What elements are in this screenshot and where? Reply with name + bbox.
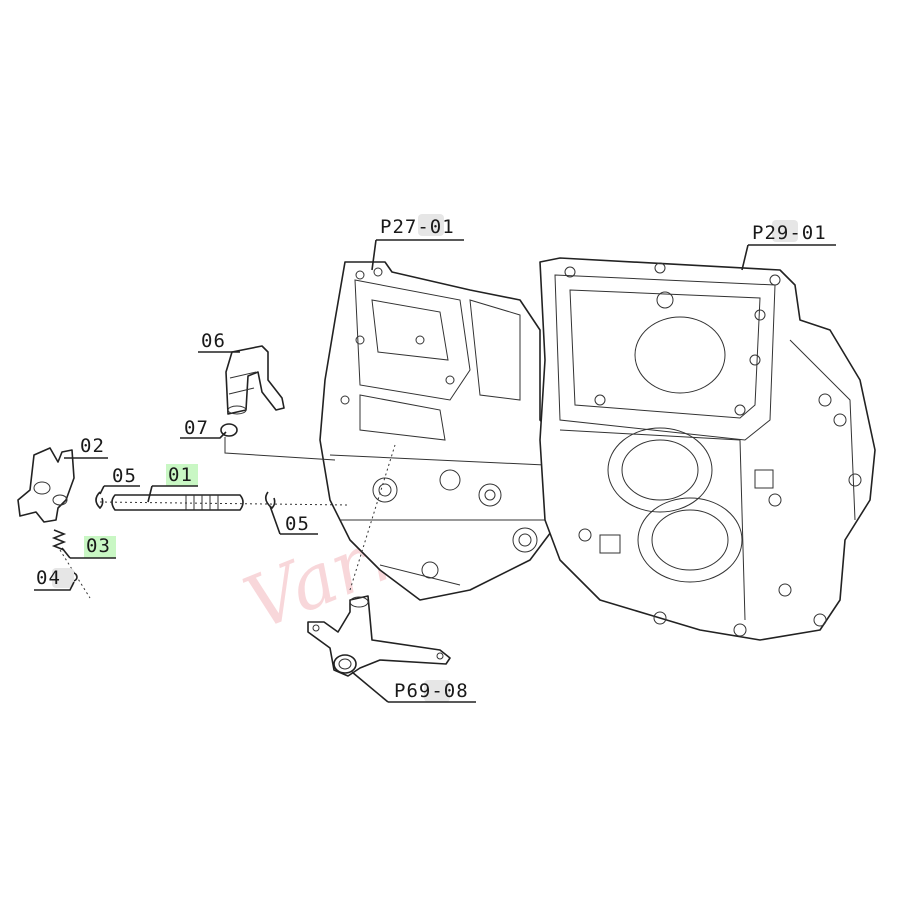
housing-p29-01 [539, 257, 876, 641]
label-05-left: 05 [99, 465, 140, 495]
svg-text:04: 04 [36, 567, 61, 589]
housing-p27-01 [319, 261, 561, 601]
svg-text:06: 06 [201, 330, 226, 352]
label-p69-08: P69-08 [351, 671, 476, 703]
label-01: 01 [147, 464, 198, 503]
svg-text:P27-01: P27-01 [380, 216, 455, 238]
clip-05-left [95, 491, 104, 510]
svg-text:P69-08: P69-08 [394, 680, 469, 702]
label-04: 04 [34, 567, 75, 591]
shift-fork-02 [17, 447, 75, 523]
svg-text:07: 07 [184, 417, 209, 439]
label-03: 03 [61, 535, 116, 559]
label-07: 07 [180, 417, 227, 439]
shift-rod-01 [111, 494, 244, 511]
svg-text:03: 03 [86, 535, 111, 557]
label-02: 02 [64, 435, 108, 459]
lever-p69-08 [307, 595, 451, 677]
clip-05-right [264, 491, 276, 510]
label-05-right: 05 [269, 505, 318, 535]
spring-03 [51, 529, 67, 551]
svg-text:05: 05 [112, 465, 137, 487]
svg-text:02: 02 [80, 435, 105, 457]
svg-text:01: 01 [168, 464, 193, 486]
label-p27-01: P27-01 [371, 214, 464, 271]
svg-text:05: 05 [285, 513, 310, 535]
label-p29-01: P29-01 [741, 220, 836, 271]
svg-text:P29-01: P29-01 [752, 222, 827, 244]
label-06: 06 [198, 330, 240, 353]
shift-fork-06 [225, 345, 285, 415]
